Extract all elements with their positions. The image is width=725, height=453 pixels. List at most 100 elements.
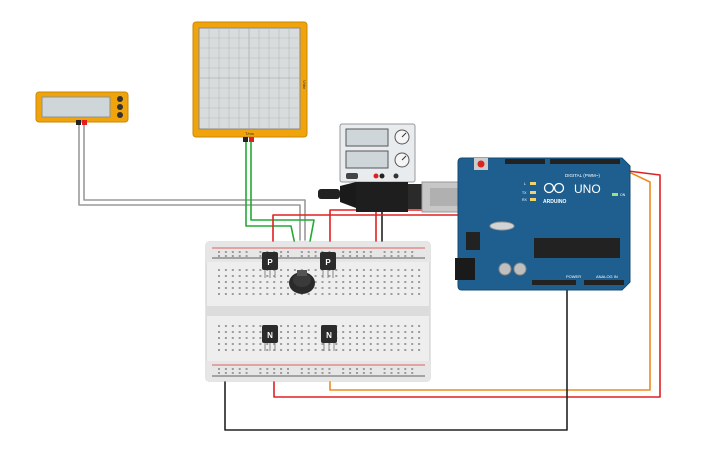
- breadboard-hole[interactable]: [376, 275, 379, 277]
- breadboard-hole[interactable]: [369, 269, 372, 271]
- breadboard-hole[interactable]: [314, 372, 317, 374]
- breadboard-hole[interactable]: [280, 337, 283, 339]
- breadboard-hole[interactable]: [287, 287, 289, 289]
- breadboard-hole[interactable]: [321, 368, 324, 370]
- breadboard-hole[interactable]: [231, 293, 234, 295]
- breadboard-hole[interactable]: [362, 287, 365, 289]
- breadboard-hole[interactable]: [390, 343, 393, 345]
- breadboard-hole[interactable]: [259, 337, 262, 339]
- breadboard-hole[interactable]: [418, 275, 421, 277]
- breadboard-hole[interactable]: [300, 343, 303, 345]
- breadboard-hole[interactable]: [369, 337, 372, 339]
- breadboard-hole[interactable]: [328, 293, 331, 295]
- breadboard-hole[interactable]: [218, 269, 220, 271]
- breadboard-hole[interactable]: [273, 287, 276, 289]
- breadboard-hole[interactable]: [362, 337, 365, 339]
- breadboard-hole[interactable]: [342, 368, 345, 370]
- breadboard-hole[interactable]: [376, 269, 379, 271]
- breadboard-hole[interactable]: [404, 368, 407, 370]
- breadboard-hole[interactable]: [287, 293, 289, 295]
- breadboard-hole[interactable]: [273, 275, 276, 277]
- breadboard-hole[interactable]: [369, 349, 372, 351]
- breadboard-hole[interactable]: [342, 331, 345, 333]
- breadboard-hole[interactable]: [224, 368, 227, 370]
- breadboard-hole[interactable]: [224, 343, 227, 345]
- breadboard[interactable]: [205, 241, 431, 382]
- breadboard-hole[interactable]: [349, 281, 352, 283]
- oscilloscope-probe-black[interactable]: [243, 137, 248, 142]
- breadboard-hole[interactable]: [287, 255, 289, 257]
- multimeter-mode-ohm-icon[interactable]: [117, 112, 123, 118]
- breadboard-hole[interactable]: [349, 251, 352, 253]
- breadboard-hole[interactable]: [411, 275, 414, 277]
- breadboard-hole[interactable]: [397, 325, 400, 327]
- breadboard-hole[interactable]: [390, 368, 393, 370]
- breadboard-hole[interactable]: [287, 368, 289, 370]
- breadboard-hole[interactable]: [224, 255, 227, 257]
- breadboard-hole[interactable]: [300, 293, 303, 295]
- breadboard-hole[interactable]: [383, 287, 386, 289]
- breadboard-hole[interactable]: [231, 343, 234, 345]
- breadboard-hole[interactable]: [259, 372, 262, 374]
- breadboard-hole[interactable]: [266, 368, 269, 370]
- breadboard-hole[interactable]: [273, 372, 276, 374]
- breadboard-hole[interactable]: [342, 251, 345, 253]
- breadboard-hole[interactable]: [404, 349, 407, 351]
- breadboard-hole[interactable]: [238, 331, 241, 333]
- breadboard-hole[interactable]: [259, 368, 262, 370]
- breadboard-hole[interactable]: [307, 293, 310, 295]
- breadboard-hole[interactable]: [245, 343, 248, 345]
- transistor-p-right[interactable]: P: [320, 252, 336, 278]
- breadboard-hole[interactable]: [287, 269, 289, 271]
- breadboard-hole[interactable]: [273, 368, 276, 370]
- breadboard-hole[interactable]: [383, 281, 386, 283]
- breadboard-hole[interactable]: [369, 275, 372, 277]
- breadboard-hole[interactable]: [376, 293, 379, 295]
- breadboard-hole[interactable]: [252, 287, 255, 289]
- breadboard-hole[interactable]: [218, 337, 220, 339]
- breadboard-hole[interactable]: [314, 349, 317, 351]
- breadboard-hole[interactable]: [369, 372, 372, 374]
- breadboard-hole[interactable]: [411, 372, 414, 374]
- breadboard-hole[interactable]: [411, 269, 414, 271]
- breadboard-hole[interactable]: [314, 281, 317, 283]
- breadboard-hole[interactable]: [238, 269, 241, 271]
- breadboard-hole[interactable]: [259, 343, 262, 345]
- breadboard-hole[interactable]: [245, 368, 248, 370]
- breadboard-hole[interactable]: [390, 269, 393, 271]
- breadboard-hole[interactable]: [383, 331, 386, 333]
- breadboard-hole[interactable]: [418, 287, 421, 289]
- breadboard-hole[interactable]: [238, 368, 241, 370]
- breadboard-hole[interactable]: [397, 269, 400, 271]
- breadboard-hole[interactable]: [383, 293, 386, 295]
- breadboard-hole[interactable]: [266, 293, 269, 295]
- breadboard-hole[interactable]: [342, 281, 345, 283]
- breadboard-hole[interactable]: [369, 331, 372, 333]
- breadboard-hole[interactable]: [293, 325, 296, 327]
- breadboard-hole[interactable]: [287, 349, 289, 351]
- multimeter[interactable]: [35, 91, 129, 125]
- breadboard-hole[interactable]: [411, 343, 414, 345]
- breadboard-hole[interactable]: [231, 281, 234, 283]
- breadboard-hole[interactable]: [390, 251, 393, 253]
- breadboard-hole[interactable]: [293, 269, 296, 271]
- breadboard-hole[interactable]: [383, 269, 386, 271]
- breadboard-hole[interactable]: [231, 275, 234, 277]
- breadboard-hole[interactable]: [356, 287, 358, 289]
- breadboard-hole[interactable]: [418, 349, 421, 351]
- breadboard-hole[interactable]: [280, 269, 283, 271]
- breadboard-hole[interactable]: [349, 372, 352, 374]
- breadboard-hole[interactable]: [411, 293, 414, 295]
- breadboard-hole[interactable]: [362, 281, 365, 283]
- breadboard-hole[interactable]: [397, 337, 400, 339]
- digital-header-high[interactable]: [550, 159, 620, 164]
- breadboard-hole[interactable]: [238, 372, 241, 374]
- breadboard-hole[interactable]: [342, 287, 345, 289]
- breadboard-hole[interactable]: [342, 337, 345, 339]
- breadboard-hole[interactable]: [231, 255, 234, 257]
- wire-black-ground[interactable]: [224, 279, 568, 431]
- oscilloscope-probe-red[interactable]: [249, 137, 254, 142]
- breadboard-hole[interactable]: [238, 275, 241, 277]
- breadboard-hole[interactable]: [224, 349, 227, 351]
- breadboard-hole[interactable]: [356, 251, 358, 253]
